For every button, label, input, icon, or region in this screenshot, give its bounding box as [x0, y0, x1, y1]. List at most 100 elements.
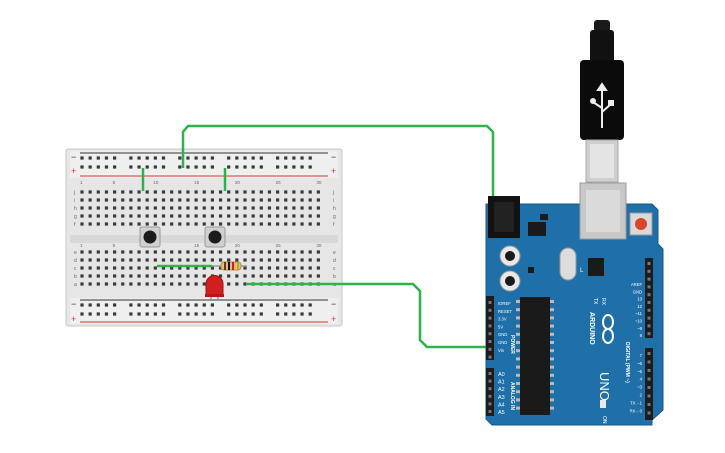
- terminal-hole[interactable]: [227, 258, 231, 262]
- terminal-hole[interactable]: [243, 214, 247, 218]
- terminal-hole[interactable]: [235, 214, 239, 218]
- terminal-hole[interactable]: [137, 266, 141, 270]
- terminal-hole[interactable]: [96, 222, 100, 226]
- terminal-hole[interactable]: [300, 266, 304, 270]
- terminal-hole[interactable]: [104, 282, 109, 286]
- terminal-hole[interactable]: [137, 282, 141, 286]
- terminal-hole[interactable]: [243, 222, 247, 226]
- terminal-hole[interactable]: [202, 214, 206, 218]
- rail-hole[interactable]: [186, 156, 190, 160]
- terminal-hole[interactable]: [186, 274, 190, 278]
- rail-hole[interactable]: [161, 156, 166, 160]
- terminal-hole[interactable]: [235, 258, 239, 262]
- rail-hole[interactable]: [145, 312, 149, 316]
- rail-hole[interactable]: [300, 303, 304, 307]
- terminal-hole[interactable]: [170, 190, 174, 194]
- rail-hole[interactable]: [153, 156, 157, 160]
- terminal-hole[interactable]: [186, 250, 190, 254]
- terminal-hole[interactable]: [137, 206, 141, 210]
- terminal-hole[interactable]: [284, 250, 288, 254]
- rail-hole[interactable]: [210, 312, 214, 316]
- terminal-hole[interactable]: [259, 198, 263, 202]
- terminal-hole[interactable]: [88, 214, 92, 218]
- terminal-hole[interactable]: [227, 250, 231, 254]
- terminal-hole[interactable]: [292, 222, 296, 226]
- rail-hole[interactable]: [88, 165, 92, 169]
- terminal-hole[interactable]: [88, 222, 92, 226]
- terminal-hole[interactable]: [80, 258, 84, 262]
- terminal-hole[interactable]: [202, 222, 206, 226]
- terminal-hole[interactable]: [121, 214, 125, 218]
- terminal-hole[interactable]: [170, 250, 174, 254]
- rail-hole[interactable]: [308, 165, 312, 169]
- terminal-hole[interactable]: [243, 198, 247, 202]
- terminal-hole[interactable]: [88, 198, 92, 202]
- terminal-hole[interactable]: [267, 250, 272, 254]
- terminal-hole[interactable]: [170, 274, 174, 278]
- terminal-hole[interactable]: [121, 198, 125, 202]
- terminal-hole[interactable]: [129, 222, 133, 226]
- terminal-hole[interactable]: [235, 250, 239, 254]
- rail-hole[interactable]: [276, 165, 280, 169]
- terminal-hole[interactable]: [194, 266, 198, 270]
- terminal-hole[interactable]: [276, 266, 280, 270]
- rail-hole[interactable]: [88, 312, 92, 316]
- pushbutton-2[interactable]: [204, 226, 226, 248]
- terminal-hole[interactable]: [316, 214, 320, 218]
- terminal-hole[interactable]: [194, 190, 198, 194]
- rail-hole[interactable]: [300, 156, 304, 160]
- terminal-hole[interactable]: [284, 214, 288, 218]
- terminal-hole[interactable]: [251, 214, 255, 218]
- rail-hole[interactable]: [80, 156, 84, 160]
- terminal-hole[interactable]: [235, 198, 239, 202]
- terminal-hole[interactable]: [178, 258, 182, 262]
- terminal-hole[interactable]: [267, 258, 272, 262]
- terminal-hole[interactable]: [121, 266, 125, 270]
- terminal-hole[interactable]: [80, 190, 84, 194]
- terminal-hole[interactable]: [153, 214, 157, 218]
- terminal-hole[interactable]: [170, 222, 174, 226]
- rail-hole[interactable]: [137, 156, 141, 160]
- terminal-hole[interactable]: [259, 214, 263, 218]
- terminal-hole[interactable]: [235, 274, 239, 278]
- rail-hole[interactable]: [88, 156, 92, 160]
- rail-hole[interactable]: [202, 165, 206, 169]
- terminal-hole[interactable]: [227, 214, 231, 218]
- rail-hole[interactable]: [161, 165, 166, 169]
- rail-hole[interactable]: [276, 312, 280, 316]
- terminal-hole[interactable]: [300, 274, 304, 278]
- rail-hole[interactable]: [137, 312, 141, 316]
- rail-hole[interactable]: [243, 303, 247, 307]
- rail-hole[interactable]: [137, 303, 141, 307]
- terminal-hole[interactable]: [218, 214, 223, 218]
- terminal-hole[interactable]: [145, 190, 149, 194]
- terminal-hole[interactable]: [113, 250, 117, 254]
- rail-hole[interactable]: [227, 156, 231, 160]
- terminal-hole[interactable]: [259, 258, 263, 262]
- terminal-hole[interactable]: [251, 222, 255, 226]
- terminal-hole[interactable]: [121, 206, 125, 210]
- terminal-hole[interactable]: [284, 222, 288, 226]
- rail-hole[interactable]: [243, 156, 247, 160]
- rail-hole[interactable]: [186, 165, 190, 169]
- terminal-hole[interactable]: [251, 266, 255, 270]
- terminal-hole[interactable]: [170, 206, 174, 210]
- rail-hole[interactable]: [178, 156, 182, 160]
- terminal-hole[interactable]: [161, 198, 166, 202]
- rail-hole[interactable]: [251, 165, 255, 169]
- terminal-hole[interactable]: [137, 214, 141, 218]
- terminal-hole[interactable]: [161, 206, 166, 210]
- rail-hole[interactable]: [113, 312, 117, 316]
- power-header[interactable]: [486, 296, 494, 360]
- terminal-hole[interactable]: [161, 222, 166, 226]
- terminal-hole[interactable]: [243, 250, 247, 254]
- terminal-hole[interactable]: [161, 214, 166, 218]
- terminal-hole[interactable]: [113, 258, 117, 262]
- terminal-hole[interactable]: [186, 282, 190, 286]
- arduino-uno[interactable]: TX RX L ARDUINO UNO ON IOREFRESET3.3V5VG…: [485, 182, 664, 426]
- terminal-hole[interactable]: [284, 206, 288, 210]
- terminal-hole[interactable]: [104, 274, 109, 278]
- terminal-hole[interactable]: [96, 258, 100, 262]
- rail-hole[interactable]: [104, 156, 109, 160]
- terminal-hole[interactable]: [129, 198, 133, 202]
